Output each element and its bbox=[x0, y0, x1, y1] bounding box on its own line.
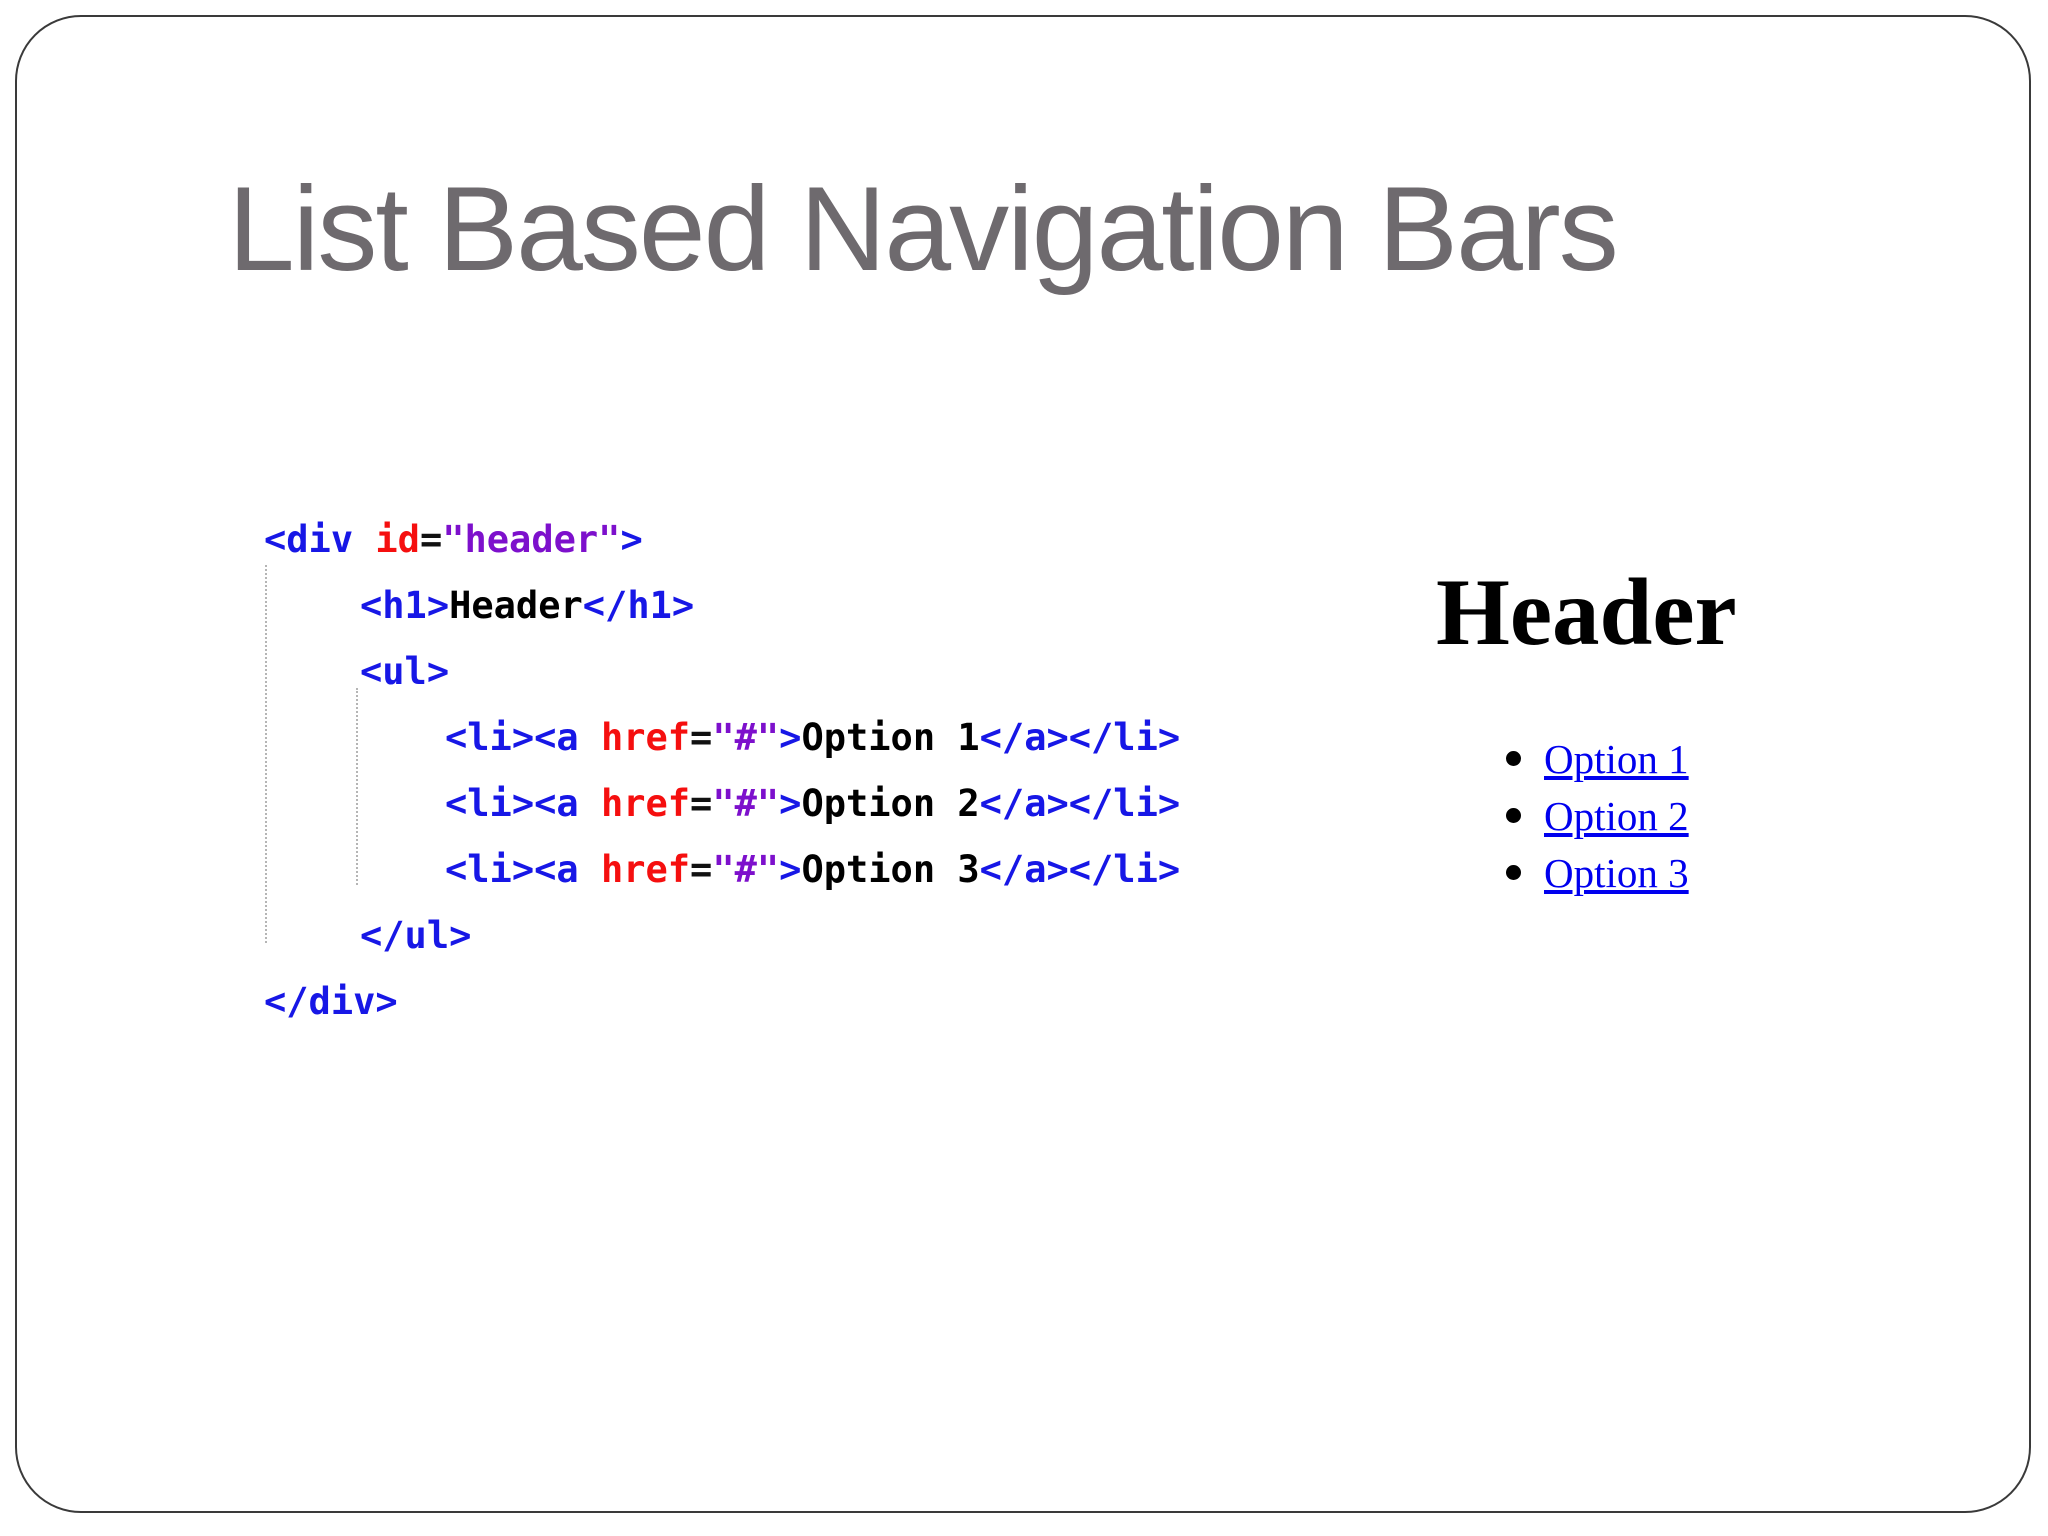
code-token-tag: <h1> bbox=[360, 584, 450, 627]
code-token-tag: > bbox=[779, 716, 802, 759]
code-token-value: "header" bbox=[442, 518, 621, 561]
nav-list-item: Option 2 bbox=[1506, 787, 1689, 844]
slide-border bbox=[15, 15, 2031, 1513]
code-token-tag: </a></li> bbox=[979, 716, 1181, 759]
nav-link-option-1[interactable]: Option 1 bbox=[1544, 735, 1689, 782]
code-token-attr: href bbox=[600, 848, 691, 891]
code-token-text: Option 2 bbox=[801, 782, 980, 825]
code-token-attr: id bbox=[375, 518, 420, 561]
nav-list-item: Option 1 bbox=[1506, 730, 1689, 787]
code-token-attr: href bbox=[600, 782, 691, 825]
code-line: <li><a href="#">Option 2</a></li> bbox=[264, 771, 1180, 837]
indent-guide-inner bbox=[356, 688, 358, 885]
code-token-tag: </a></li> bbox=[979, 782, 1181, 825]
code-token-eq: = bbox=[690, 782, 713, 825]
list-bullet-icon bbox=[1506, 751, 1521, 766]
nav-list-item: Option 3 bbox=[1506, 844, 1689, 901]
code-token-tag: > bbox=[779, 848, 802, 891]
browser-preview: Header Option 1 Option 2 Option 3 bbox=[1436, 559, 1737, 896]
code-snippet: <div id="header"><h1>Header</h1><ul><li>… bbox=[264, 507, 1180, 1035]
code-line: <li><a href="#">Option 1</a></li> bbox=[264, 705, 1180, 771]
code-token-eq: = bbox=[690, 716, 713, 759]
slide-title: List Based Navigation Bars bbox=[228, 162, 1619, 296]
code-line: <h1>Header</h1> bbox=[264, 573, 1180, 639]
code-token-tag: </h1> bbox=[582, 584, 695, 627]
code-line: </ul> bbox=[264, 903, 1180, 969]
code-token-tag: </a></li> bbox=[979, 848, 1181, 891]
code-token-attr: href bbox=[600, 716, 691, 759]
code-token-value: "#" bbox=[712, 848, 780, 891]
code-token-tag: <li><a bbox=[445, 716, 601, 759]
code-token-tag: > bbox=[779, 782, 802, 825]
code-token-tag: > bbox=[620, 518, 643, 561]
nav-list: Option 1 Option 2 Option 3 bbox=[1506, 730, 1689, 901]
code-token-tag: <ul> bbox=[360, 650, 450, 693]
indent-guide-outer bbox=[265, 565, 267, 943]
preview-heading: Header bbox=[1436, 559, 1737, 665]
list-bullet-icon bbox=[1506, 865, 1521, 880]
code-token-tag: </ul> bbox=[360, 914, 472, 957]
code-token-value: "#" bbox=[712, 782, 780, 825]
code-line: </div> bbox=[264, 969, 1180, 1035]
code-token-tag: </div> bbox=[264, 980, 398, 1023]
code-token-text: Header bbox=[449, 584, 583, 627]
code-token-value: "#" bbox=[712, 716, 780, 759]
code-token-tag: <div bbox=[264, 518, 376, 561]
code-line: <ul> bbox=[264, 639, 1180, 705]
code-token-tag: <li><a bbox=[445, 848, 601, 891]
code-line: <li><a href="#">Option 3</a></li> bbox=[264, 837, 1180, 903]
code-token-eq: = bbox=[690, 848, 713, 891]
code-token-text: Option 1 bbox=[801, 716, 980, 759]
code-token-tag: <li><a bbox=[445, 782, 601, 825]
code-token-eq: = bbox=[419, 518, 443, 561]
nav-link-option-3[interactable]: Option 3 bbox=[1544, 849, 1689, 896]
nav-link-option-2[interactable]: Option 2 bbox=[1544, 792, 1689, 839]
code-line: <div id="header"> bbox=[264, 507, 1180, 573]
code-token-text: Option 3 bbox=[801, 848, 980, 891]
list-bullet-icon bbox=[1506, 808, 1521, 823]
